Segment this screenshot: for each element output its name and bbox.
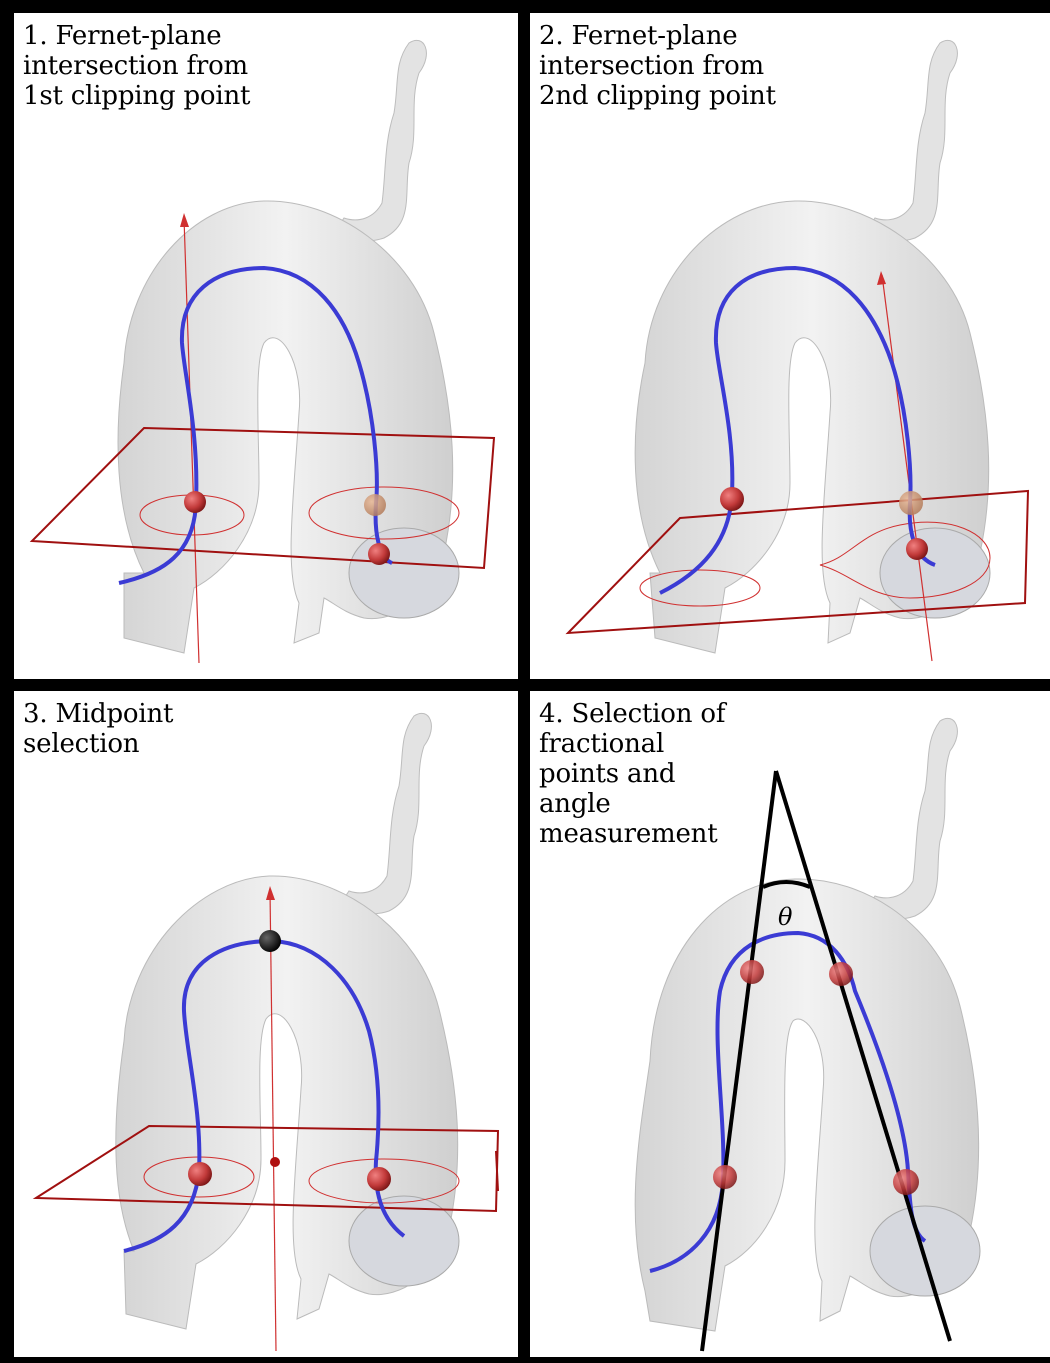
angle-label: θ xyxy=(778,903,793,931)
panel-caption: 4. Selection of fractional points and an… xyxy=(539,699,725,849)
panel-caption: 3. Midpoint selection xyxy=(23,699,173,759)
clipping-point xyxy=(184,491,206,513)
panel-caption: 2. Fernet-plane intersection from 2nd cl… xyxy=(539,21,776,111)
plane-midpoint xyxy=(270,1157,280,1167)
vessel-surface xyxy=(116,713,459,1329)
panel-1: 1. Fernet-plane intersection from 1st cl… xyxy=(14,13,518,679)
vessel-surface xyxy=(635,40,990,653)
fractional-point xyxy=(829,962,853,986)
vessel-figure-1 xyxy=(14,13,518,679)
clipping-point xyxy=(906,538,928,560)
clipping-point xyxy=(188,1162,212,1186)
vessel-figure-2 xyxy=(530,13,1050,679)
midpoint-marker xyxy=(259,930,281,952)
panel-2: 2. Fernet-plane intersection from 2nd cl… xyxy=(530,13,1050,679)
panel-3: 3. Midpoint selection xyxy=(14,691,518,1357)
panel-caption: 1. Fernet-plane intersection from 1st cl… xyxy=(23,21,250,111)
clipping-point xyxy=(367,1167,391,1191)
fractional-point xyxy=(893,1169,919,1195)
clipping-point xyxy=(720,487,744,511)
fractional-point xyxy=(740,960,764,984)
clipping-point xyxy=(364,494,386,516)
panel-4: θ 4. Selection of fractional points and … xyxy=(530,691,1050,1357)
vessel-figure-3 xyxy=(14,691,518,1357)
clipping-point xyxy=(899,491,923,515)
fractional-point xyxy=(713,1165,737,1189)
clipping-point xyxy=(368,543,390,565)
